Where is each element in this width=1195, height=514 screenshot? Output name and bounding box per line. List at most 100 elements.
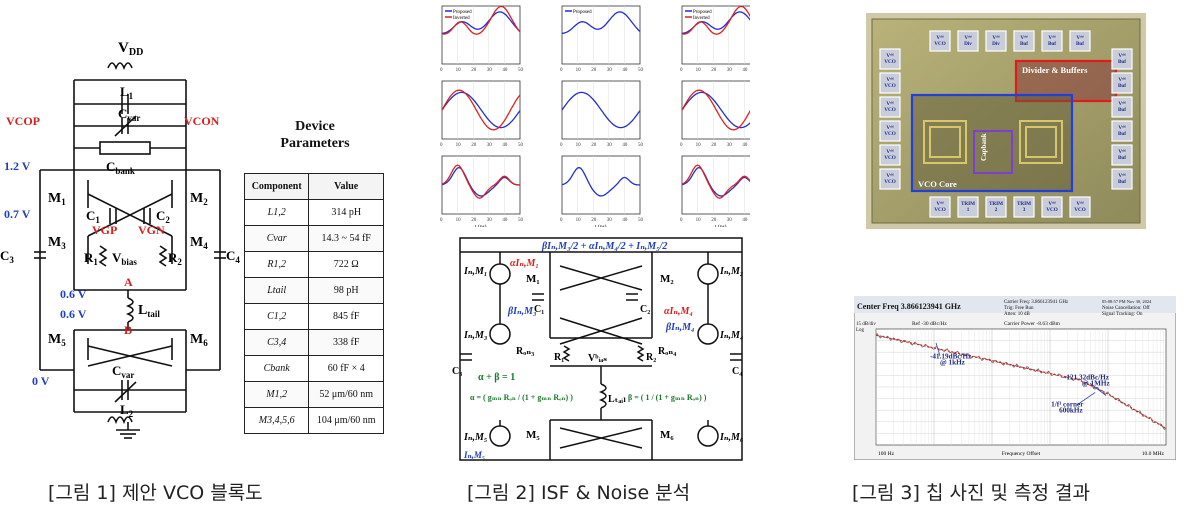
table-cell-value: 104 μm/60 nm — [308, 407, 384, 434]
pn-timestamp: 05:08:57 PM Nov 30, 2024 — [1102, 299, 1152, 305]
pn-x-label-right: 10.0 MHz — [1142, 451, 1165, 457]
isf-tick-label: 50 — [518, 218, 524, 223]
chip-pad-label: Vᵈᵈ — [936, 201, 943, 207]
voltage-0v6-b-label: 0.6 V — [60, 307, 87, 321]
chip-pad-label: Vᵈᵈ — [886, 125, 893, 131]
pn-x-label-left: 100 Hz — [878, 451, 895, 457]
pn-annot-1k-freq: @ 1kHz — [940, 359, 966, 367]
table-cell-value: 722 Ω — [308, 251, 384, 278]
chip-pad-square — [1041, 196, 1063, 218]
table-cell-value: 314 pH — [308, 199, 384, 226]
chip-pad-square — [929, 196, 951, 218]
alpha-eq: α = ( gₘₙ Rₒₙ / (1 + gₘₙ Rₒₙ) ) — [470, 393, 573, 402]
isf-series-proposed — [561, 166, 641, 197]
pn-arrow-1k — [935, 342, 941, 357]
isf-tick-label: 0 — [680, 143, 683, 148]
isf-tick-label: 40 — [622, 143, 628, 148]
vdd-label: VDD — [118, 40, 143, 58]
table-cell-component: L1,2 — [243, 199, 310, 226]
cvar-bottom-label: Cvar — [112, 363, 134, 380]
alpha-beta-eq: α + β = 1 — [478, 372, 515, 383]
isf-tick-label: 30 — [487, 143, 493, 148]
isf-legend: Proposed — [565, 10, 592, 15]
pn-x-label-mid: Frequency Offset — [1002, 450, 1041, 457]
chip-pad-label: Buf — [1076, 41, 1084, 47]
m1-label: M1 — [48, 191, 66, 207]
pn-scale: 15 dB/div — [856, 322, 876, 327]
pn-annot-1m-freq: @ 1MHz — [1082, 379, 1110, 387]
chip-pad-square — [1041, 30, 1063, 52]
noise-label-alpha-m4: αIₙ,M₄ — [664, 306, 693, 317]
noise-label-ron4: Rₒₙ₄ — [658, 346, 676, 357]
isf-tick-label: 40 — [622, 218, 628, 223]
isf-tick-label: 20 — [471, 143, 477, 148]
noise-label-r1: R₁ — [554, 352, 564, 363]
chip-pad-label: Vᵈᵈ — [886, 173, 893, 179]
isf-series-proposed — [681, 91, 750, 129]
isf-tick-label: 10 — [576, 68, 582, 73]
legend-label-proposed: Proposed — [453, 10, 472, 15]
pn-noise-cancel: Noise Cancellation: Off — [1102, 306, 1150, 311]
r2-label: R2 — [168, 250, 182, 267]
table-cell-component: R1,2 — [243, 251, 310, 278]
chip-pad-square — [985, 196, 1007, 218]
chip-pad-label: Vᵈᵈ — [964, 35, 971, 41]
isf-tick-label: 10 — [576, 143, 582, 148]
chip-pad-label: Vᵈᵈ — [992, 35, 999, 41]
device-parameters-title: Device Parameters — [250, 118, 380, 152]
chip-pad-label: VCO — [1074, 207, 1086, 213]
isf-series-proposed — [681, 166, 750, 197]
chip-pad-square — [1013, 196, 1035, 218]
chip-pad-square — [1111, 120, 1133, 142]
chip-pad-label: Vᵈᵈ — [1118, 125, 1125, 131]
chip-pad-square — [1111, 144, 1133, 166]
isf-tick-label: 50 — [518, 68, 524, 73]
isf-tick-label: 20 — [711, 143, 717, 148]
chip-pad-label: TRIM — [989, 201, 1003, 207]
chip-pad-label: VCO — [934, 41, 946, 47]
isf-series-proposed — [561, 91, 641, 129]
column-header: Value — [308, 173, 384, 200]
chip-pad-label: Vᵈᵈ — [886, 53, 893, 59]
isf-tick-label: 20 — [471, 68, 477, 73]
chip-pad-label: TRIM — [961, 201, 975, 207]
vcop-label: VCOP — [6, 114, 40, 128]
device-parameters-title-line1: Device — [295, 119, 335, 134]
noise-label-c4: C₄ — [732, 366, 742, 377]
legend-label-inverted: Inverted — [453, 16, 470, 21]
isf-tick-label: 0 — [440, 68, 443, 73]
chip-pad-square — [985, 30, 1007, 52]
isf-series-proposed — [561, 11, 641, 34]
isf-tick-label: 30 — [487, 68, 493, 73]
chip-pad-square — [1111, 48, 1133, 70]
isf-tick-label: 0 — [440, 218, 443, 223]
pn-carrier-power: Carrier Power -8.63 dBm — [1004, 321, 1061, 327]
isf-tick-label: 30 — [607, 218, 613, 223]
c2-label: C2 — [156, 208, 170, 225]
isf-tick-label: 20 — [711, 68, 717, 73]
legend-label-proposed: Proposed — [693, 10, 712, 15]
pn-arrow-corner — [1076, 392, 1096, 406]
m2-label: M2 — [190, 191, 208, 207]
isf-xlabel: t (ps) — [715, 223, 727, 227]
chip-pad-label: Vᵈᵈ — [936, 35, 943, 41]
isf-tick-label: 40 — [742, 143, 748, 148]
chip-pad-label: Vᵈᵈ — [1118, 149, 1125, 155]
isf-tick-label: 50 — [638, 143, 644, 148]
vbias-label: Vbias — [112, 250, 137, 267]
